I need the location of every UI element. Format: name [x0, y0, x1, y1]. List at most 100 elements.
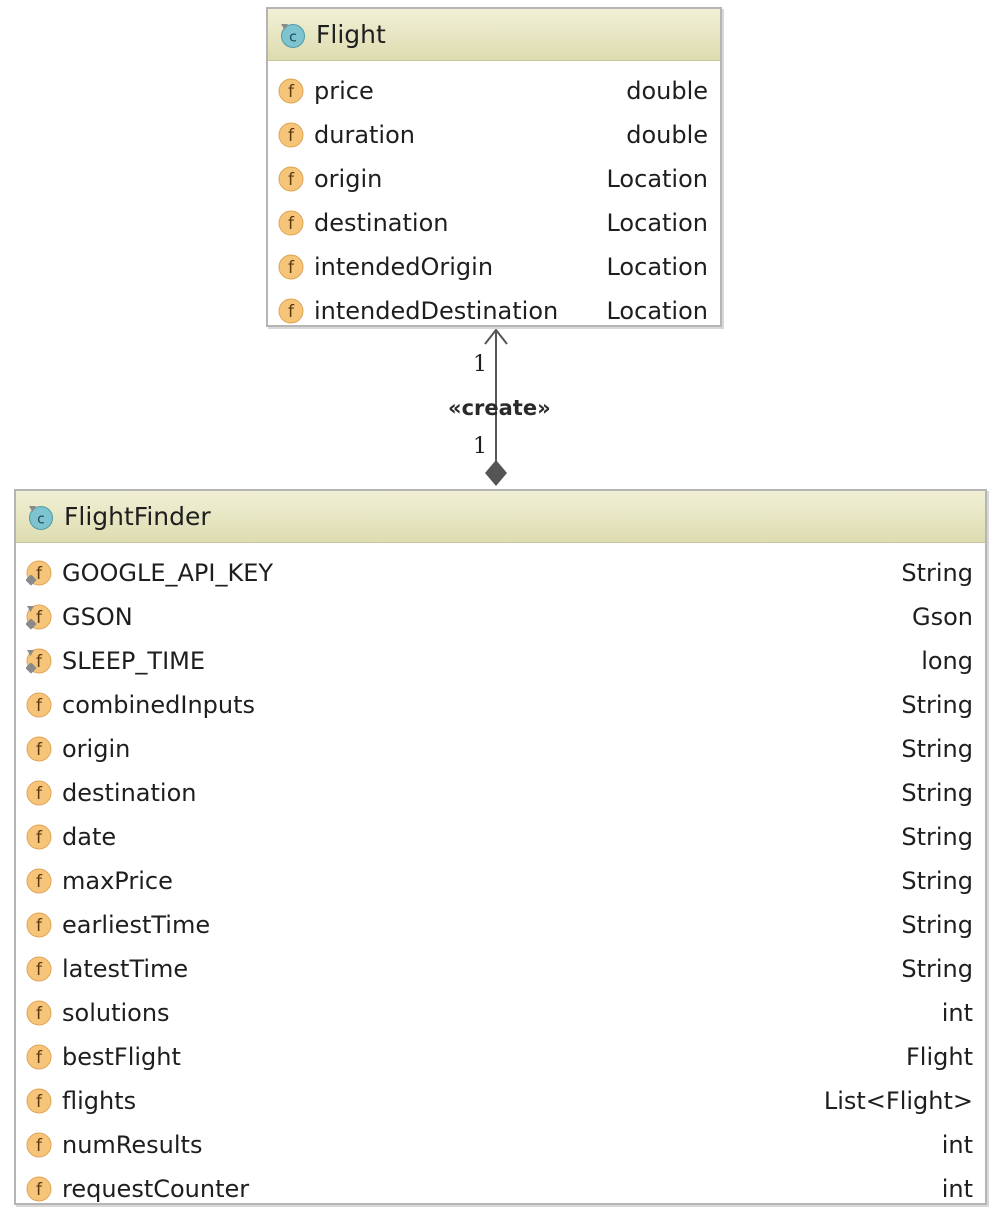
field-name: origin	[62, 735, 131, 763]
field-row[interactable]: f flights List<Flight>	[16, 1079, 985, 1123]
field-name: duration	[314, 121, 415, 149]
field-name: combinedInputs	[62, 691, 256, 719]
field-name: GSON	[62, 603, 133, 631]
field-name: bestFlight	[62, 1043, 181, 1071]
field-type: String	[901, 911, 973, 939]
svg-text:f: f	[36, 696, 43, 716]
field-type: double	[626, 121, 708, 149]
svg-text:f: f	[36, 652, 43, 672]
private-static-final-field-icon: f	[26, 648, 52, 674]
svg-text:f: f	[288, 170, 295, 190]
field-row[interactable]: f SLEEP_TIME long	[16, 639, 985, 683]
field-name: intendedOrigin	[314, 253, 494, 281]
field-icon: f	[278, 298, 304, 324]
field-type: List<Flight>	[823, 1087, 973, 1115]
svg-text:f: f	[288, 258, 295, 278]
field-type: String	[901, 735, 973, 763]
field-type: String	[901, 823, 973, 851]
class-name: Flight	[316, 20, 386, 49]
field-type: String	[901, 955, 973, 983]
field-icon: f	[278, 166, 304, 192]
field-type: String	[901, 691, 973, 719]
svg-text:f: f	[36, 740, 43, 760]
svg-text:f: f	[36, 1004, 43, 1024]
svg-text:c: c	[289, 29, 297, 45]
svg-text:f: f	[36, 960, 43, 980]
field-row[interactable]: f destination String	[16, 771, 985, 815]
svg-text:f: f	[36, 1136, 43, 1156]
source-multiplicity: 1	[473, 434, 487, 459]
svg-text:f: f	[288, 302, 295, 322]
field-row[interactable]: f combinedInputs String	[16, 683, 985, 727]
field-type: long	[921, 647, 973, 675]
field-name: destination	[314, 209, 449, 237]
field-name: SLEEP_TIME	[62, 647, 206, 675]
class-header[interactable]: c Flight	[268, 9, 720, 61]
field-row[interactable]: f GSON Gson	[16, 595, 985, 639]
field-row[interactable]: f solutions int	[16, 991, 985, 1035]
field-icon: f	[26, 824, 52, 850]
class-name: FlightFinder	[64, 502, 211, 531]
svg-text:c: c	[37, 511, 45, 527]
field-icon: f	[26, 1000, 52, 1026]
field-icon: f	[26, 692, 52, 718]
svg-text:f: f	[36, 784, 43, 804]
field-row[interactable]: f duration double	[268, 113, 720, 157]
field-type: String	[901, 559, 973, 587]
field-type: int	[941, 999, 973, 1027]
class-icon: c	[28, 504, 54, 530]
field-icon: f	[26, 780, 52, 806]
field-icon: f	[26, 956, 52, 982]
field-icon: f	[278, 210, 304, 236]
field-type: double	[626, 77, 708, 105]
svg-text:f: f	[36, 828, 43, 848]
field-type: Location	[606, 165, 708, 193]
field-row[interactable]: f intendedOrigin Location	[268, 245, 720, 289]
svg-text:f: f	[288, 82, 295, 102]
field-icon: f	[278, 122, 304, 148]
field-type: Flight	[906, 1043, 973, 1071]
field-icon: f	[278, 254, 304, 280]
svg-text:f: f	[36, 1092, 43, 1112]
field-row[interactable]: f latestTime String	[16, 947, 985, 991]
field-type: Gson	[912, 603, 973, 631]
field-name: maxPrice	[62, 867, 173, 895]
field-icon: f	[26, 1088, 52, 1114]
target-multiplicity: 1	[473, 352, 487, 377]
field-name: latestTime	[62, 955, 189, 983]
field-type: Location	[606, 253, 708, 281]
field-name: intendedDestination	[314, 297, 559, 325]
svg-text:f: f	[288, 126, 295, 146]
field-name: destination	[62, 779, 197, 807]
field-name: flights	[62, 1087, 137, 1115]
svg-text:f: f	[36, 1180, 43, 1200]
field-type: String	[901, 779, 973, 807]
arrowhead	[484, 328, 508, 345]
svg-text:f: f	[36, 916, 43, 936]
field-type: int	[941, 1175, 973, 1203]
composition-diamond	[485, 460, 507, 486]
class-header[interactable]: c FlightFinder	[16, 491, 985, 543]
field-name: earliestTime	[62, 911, 211, 939]
field-type: String	[901, 867, 973, 895]
svg-text:f: f	[36, 564, 43, 584]
field-name: solutions	[62, 999, 170, 1027]
field-row[interactable]: f earliestTime String	[16, 903, 985, 947]
private-static-final-field-icon: f	[26, 604, 52, 630]
